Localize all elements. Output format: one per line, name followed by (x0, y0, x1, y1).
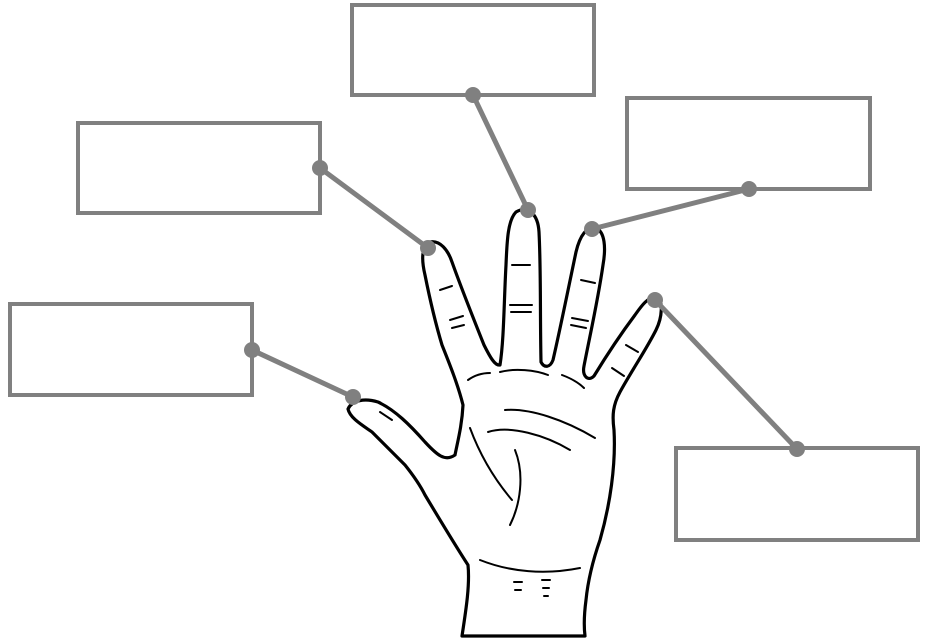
label-ring-finger (584, 98, 870, 237)
target-dot-middle-finger (520, 202, 536, 218)
label-box-little-finger[interactable] (676, 448, 918, 540)
box-anchor-dot-middle-finger (465, 87, 481, 103)
box-anchor-dot-ring-finger (741, 181, 757, 197)
box-anchor-dot-index-finger (312, 160, 328, 176)
label-box-thumb[interactable] (10, 304, 252, 395)
label-index-finger (78, 123, 436, 256)
label-middle-finger (352, 5, 594, 218)
leader-line-ring-finger (592, 189, 749, 229)
label-little-finger (647, 292, 918, 540)
box-anchor-dot-thumb (244, 342, 260, 358)
leader-line-index-finger (320, 168, 428, 248)
label-thumb (10, 304, 361, 405)
label-box-ring-finger[interactable] (627, 98, 870, 189)
leader-line-little-finger (655, 300, 797, 449)
target-dot-little-finger (647, 292, 663, 308)
target-dot-index-finger (420, 240, 436, 256)
hand-drawing (348, 210, 661, 636)
label-box-middle-finger[interactable] (352, 5, 594, 95)
target-dot-thumb (345, 389, 361, 405)
label-box-index-finger[interactable] (78, 123, 320, 213)
box-anchor-dot-little-finger (789, 441, 805, 457)
target-dot-ring-finger (584, 221, 600, 237)
leader-line-thumb (252, 350, 353, 397)
leader-line-middle-finger (473, 95, 528, 210)
hand-outline (348, 210, 661, 636)
